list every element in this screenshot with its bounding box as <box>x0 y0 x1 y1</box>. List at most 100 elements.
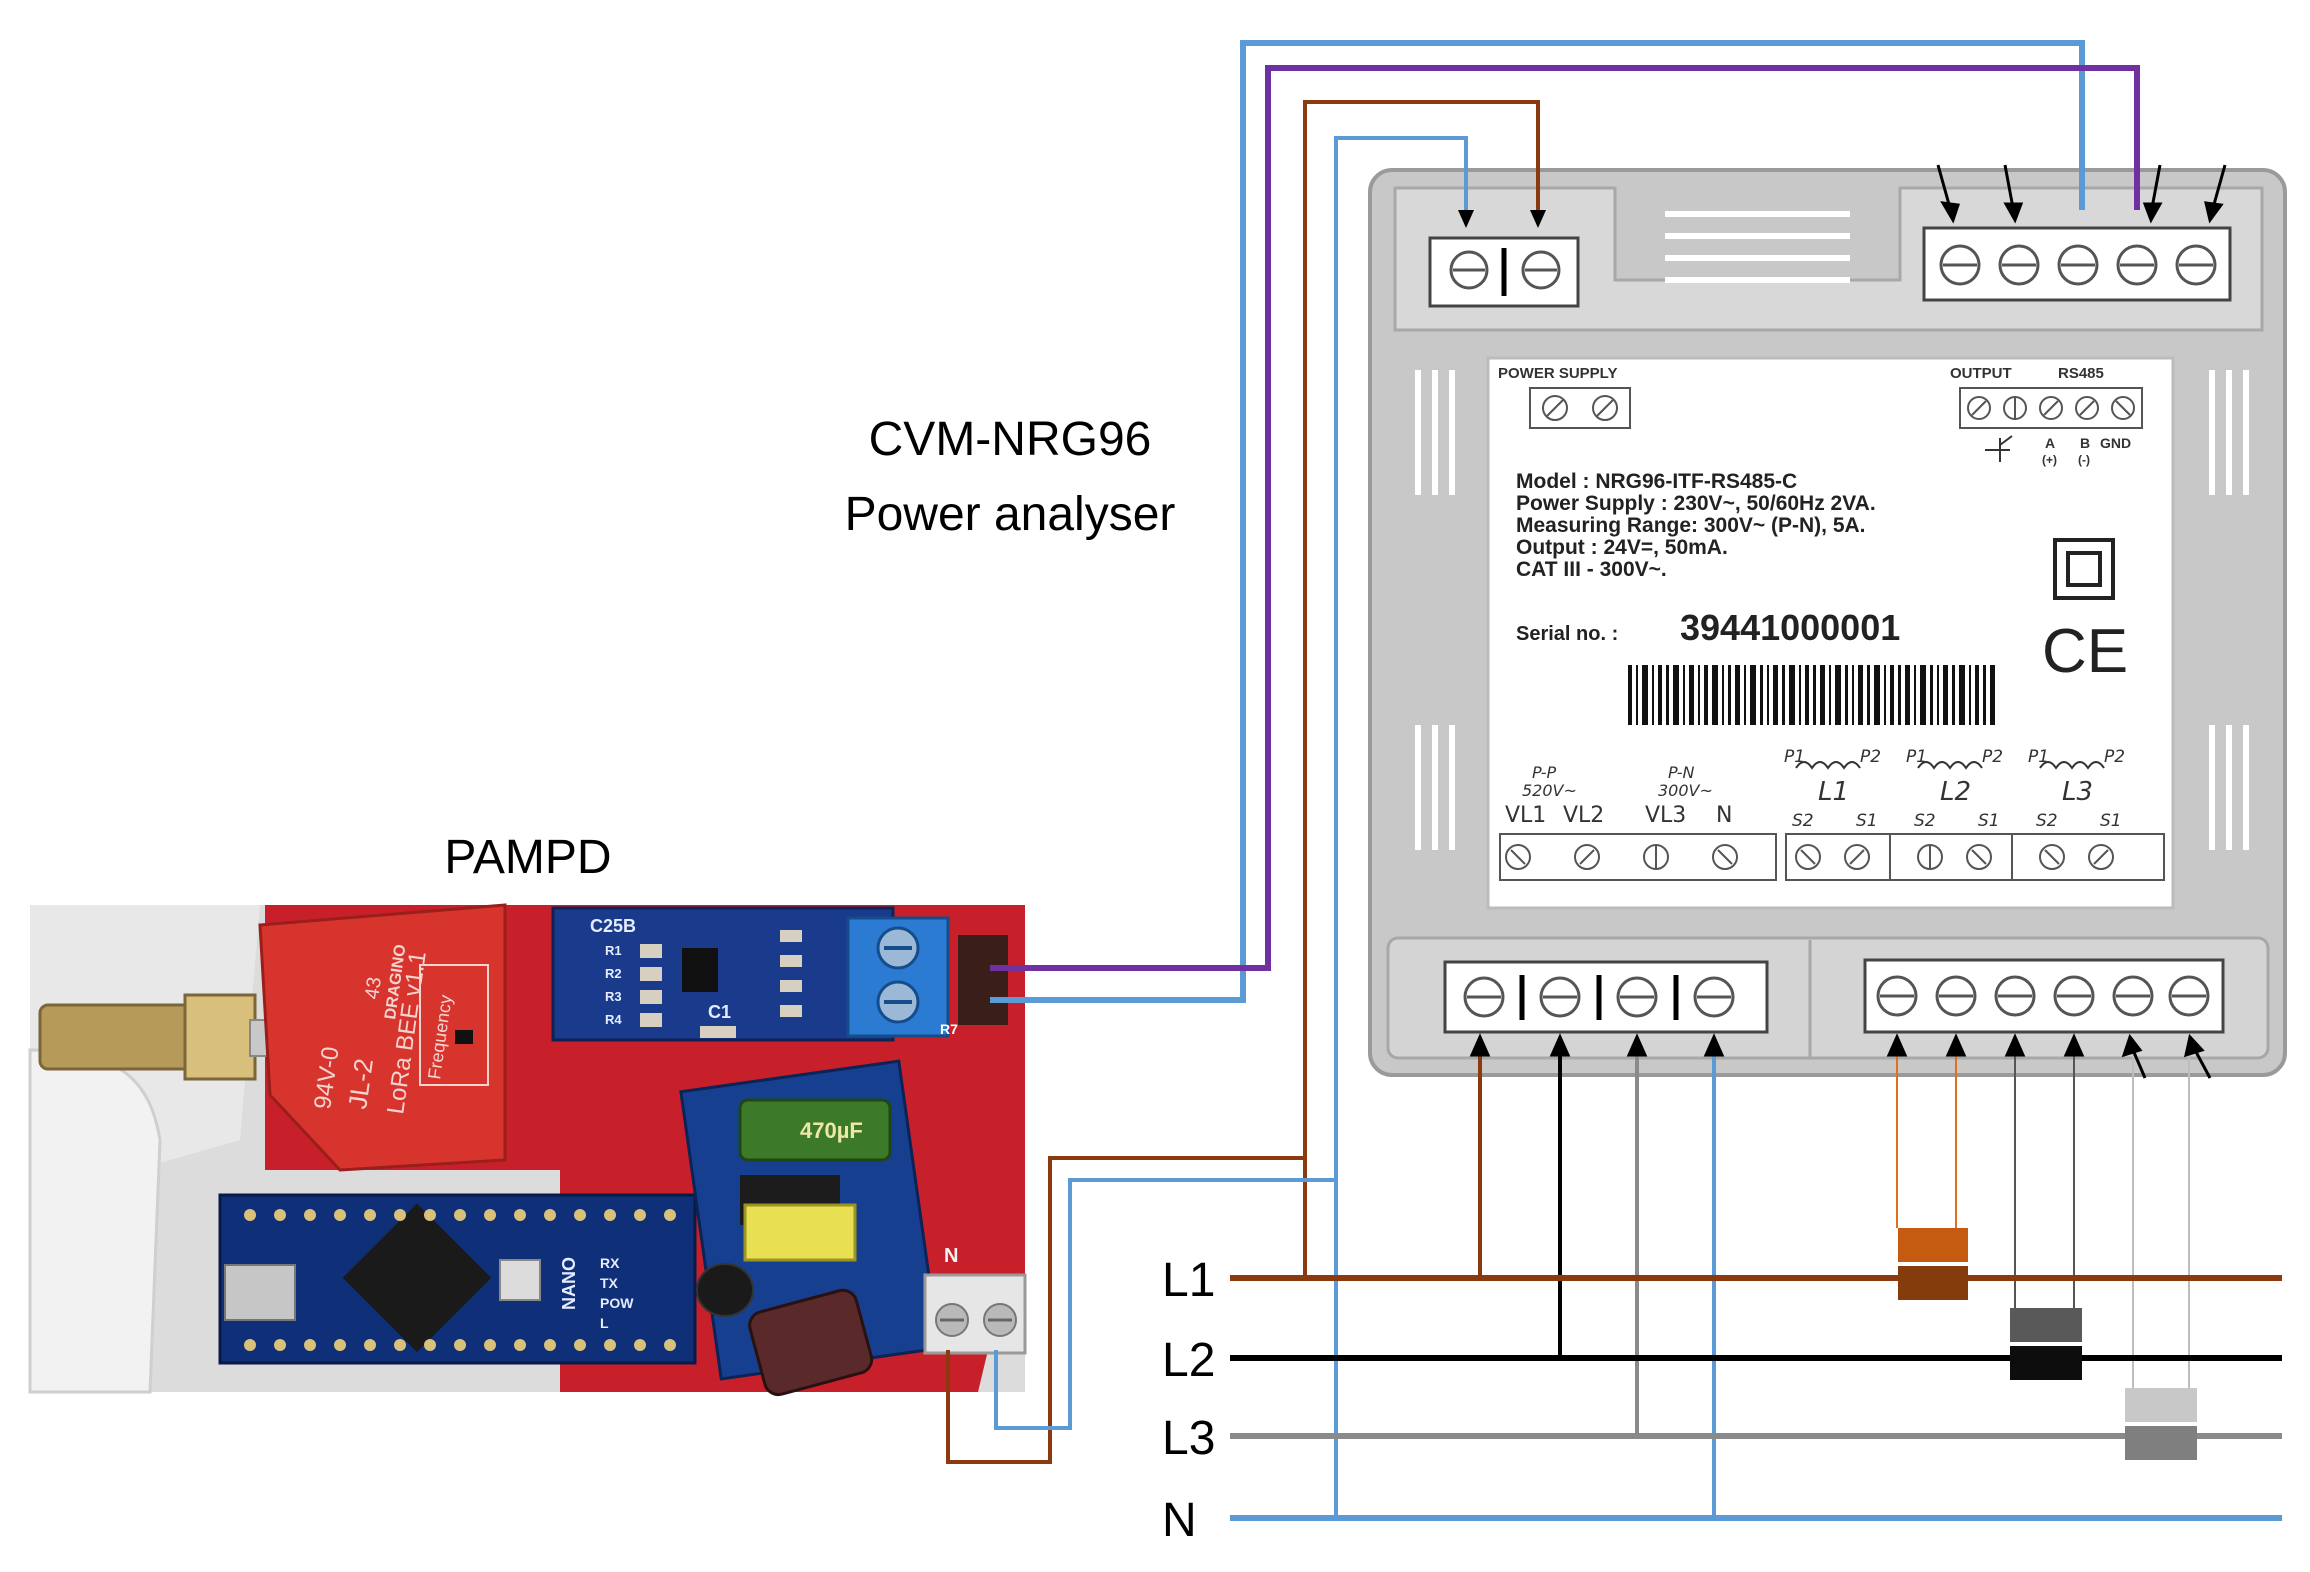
label-terminal-row <box>1499 833 2165 881</box>
serial-number: 39441000001 <box>1680 607 1900 648</box>
rs485-b-wire <box>990 65 2140 971</box>
barcode <box>1628 665 1995 725</box>
current-transformers <box>1898 1228 2197 1460</box>
ct2-s2: S2 <box>1914 811 1936 831</box>
terminal-b-label: B <box>2080 435 2090 451</box>
rs485-label: RS485 <box>2058 365 2104 382</box>
bus-lines <box>1230 1275 2282 1521</box>
ce-mark: CE <box>2042 617 2128 686</box>
meter-front-label <box>1486 356 2175 910</box>
led-l: L <box>600 1315 609 1331</box>
terminal-gnd-label: GND <box>2100 435 2131 451</box>
arduino-label: NANO <box>559 1257 579 1310</box>
output-terminal-arrows <box>1936 164 2227 224</box>
label-power-supply: POWER SUPPLY <box>1498 365 1631 429</box>
supply-terminal-arrows <box>1458 210 1546 228</box>
analyser-subtitle: Power analyser <box>845 488 1176 541</box>
ct2-top <box>2010 1308 2082 1342</box>
current-terminal-block <box>1863 958 2225 1034</box>
supply-phase-wire <box>1303 100 1540 1278</box>
analyser-title: CVM-NRG96 <box>869 413 1152 466</box>
meter-spec-text: Model : NRG96-ITF-RS485-C Power Supply :… <box>1516 470 1900 648</box>
ct3-s1: S1 <box>2100 811 2122 831</box>
ct1-bottom <box>1898 1266 1968 1300</box>
led-rx: RX <box>600 1255 620 1271</box>
vl1-label: VL1 <box>1505 803 1546 828</box>
output-rs485-terminal-block <box>1922 226 2232 302</box>
power-supply-label: POWER SUPPLY <box>1498 365 1617 382</box>
vl3-label: VL3 <box>1645 803 1686 828</box>
l2-label: L2 <box>1162 1334 1215 1387</box>
resistor-r3: R3 <box>605 989 622 1004</box>
output-spec-text: Output : 24V=, 50mA. <box>1516 536 1728 559</box>
ct1-p1: P1 <box>1784 747 1805 767</box>
vl2-label: VL2 <box>1563 803 1604 828</box>
model-text: Model : NRG96-ITF-RS485-C <box>1516 470 1797 493</box>
cat-text: CAT III - 300V~. <box>1516 558 1667 581</box>
supply-neutral-wire <box>1334 136 1468 1518</box>
inductor-label: R7 <box>940 1021 958 1037</box>
resistor-r1: R1 <box>605 943 622 958</box>
ct2-p2: P2 <box>1982 747 2003 767</box>
terminal-b-sign: (-) <box>2078 453 2090 467</box>
ct3-s2: S2 <box>2036 811 2058 831</box>
led-tx: TX <box>600 1275 619 1291</box>
bottom-terminal-arrows <box>1469 1033 2212 1079</box>
ct1-p2: P2 <box>1860 747 1881 767</box>
line-labels: L1 L2 L3 N <box>1162 1254 1215 1547</box>
voltage-terminal-block <box>1443 960 1769 1034</box>
supply-text: Power Supply : 230V~, 50/60Hz 2VA. <box>1516 492 1876 515</box>
output-label: OUTPUT <box>1950 365 2012 382</box>
pp-label: P-P <box>1532 763 1557 782</box>
antenna-connector <box>38 993 291 1081</box>
module-label: C25B <box>590 916 636 936</box>
n-label: N <box>1716 803 1732 828</box>
led-pow: POW <box>600 1295 634 1311</box>
l3-label: L3 <box>1162 1412 1215 1465</box>
l1-label: L1 <box>1162 1254 1215 1307</box>
transistor-icon <box>1985 435 2013 462</box>
psu-cap-label: 470µF <box>800 1118 863 1143</box>
ct3-top <box>2125 1388 2197 1422</box>
ct1-s2: S2 <box>1792 811 1814 831</box>
ct3-p1: P1 <box>2028 747 2049 767</box>
ct3-p2: P2 <box>2104 747 2125 767</box>
range-text: Measuring Range: 300V~ (P-N), 5A. <box>1516 514 1866 537</box>
n-line-label: N <box>1162 1494 1197 1547</box>
device-title: PAMPD <box>444 831 611 884</box>
cap-c1-label: C1 <box>708 1002 731 1022</box>
double-insulation-icon <box>2053 538 2115 600</box>
pp-voltage: 520V~ <box>1522 781 1577 800</box>
serial-label: Serial no. : <box>1516 623 1618 645</box>
pampd-device: 94V-0 JL-2 LoRa BEE v1.1 43 DRAGINO Freq… <box>28 903 1027 1397</box>
ct-labels: P1 P2 L1 S2 S1 P1 P2 L2 S2 S1 P1 P2 L3 S… <box>1784 747 2125 831</box>
terminal-n-label: N <box>944 1245 958 1267</box>
lora-bee-module: 94V-0 JL-2 LoRa BEE v1.1 43 DRAGINO Freq… <box>258 903 507 1172</box>
ct3-name: L3 <box>2062 777 2093 807</box>
ct2-name: L2 <box>1940 777 1971 807</box>
xbee-mark-6: 43 <box>361 976 386 1001</box>
power-analyser: POWER SUPPLY OUTPUT RS485 A (+) B (-) GN… <box>1368 164 2287 1077</box>
power-supply-terminal-block <box>1428 236 1580 308</box>
resistor-r2: R2 <box>605 966 622 981</box>
mains-terminal <box>923 1273 1027 1355</box>
acdc-module: 470µF <box>679 1059 941 1397</box>
terminal-a-label: A <box>2045 435 2055 451</box>
wires <box>946 40 2190 1518</box>
pn-label: P-N <box>1668 763 1695 782</box>
ct2-p1: P1 <box>1906 747 1927 767</box>
ct1-top <box>1898 1228 1968 1262</box>
rs485-a-wire <box>990 40 2085 1003</box>
ct1-name: L1 <box>1818 777 1849 807</box>
ct-coil-icons <box>1795 761 2105 770</box>
ct1-s1: S1 <box>1856 811 1878 831</box>
terminal-a-sign: (+) <box>2042 453 2057 467</box>
pampd-neutral-wire <box>994 1178 1336 1430</box>
current-sensor-module: C25B C1 R1 R2 R3 R4 R7 <box>551 906 1008 1042</box>
ct3-bottom <box>2125 1426 2197 1460</box>
xbee-mark-3: JL-2 <box>342 1057 379 1111</box>
pn-voltage: 300V~ <box>1658 781 1713 800</box>
ct2-s1: S1 <box>1978 811 2000 831</box>
antenna-cable <box>28 1048 162 1394</box>
